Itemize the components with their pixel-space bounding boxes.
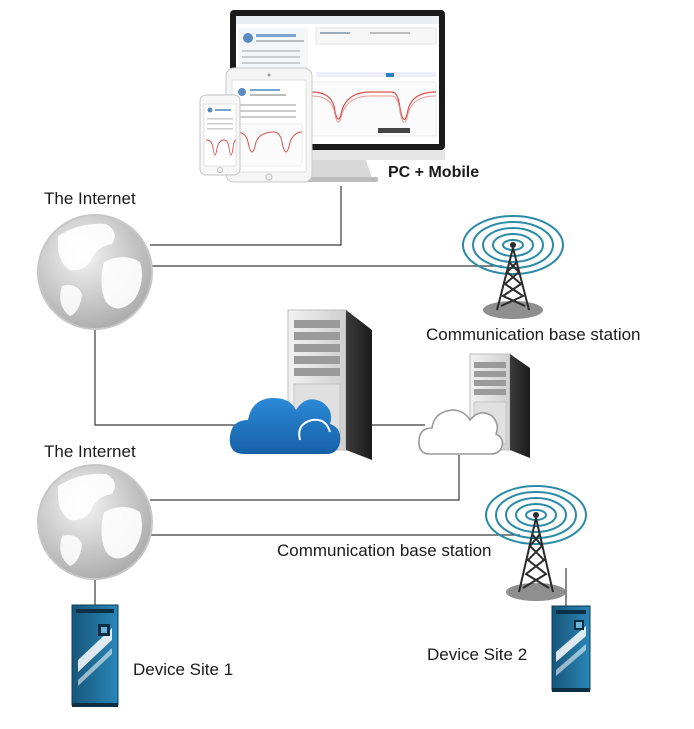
device-cabinet-icon [551,605,591,692]
device-cabinet-icon [71,604,119,707]
internet-top-label: The Internet [44,189,136,208]
line-internet-cloud-left [94,330,240,426]
connection-lines [94,186,567,618]
cloud-icon [418,409,504,455]
globe-icon [37,464,153,580]
internet-bottom-label: The Internet [44,442,136,461]
site2-label: Device Site 2 [427,645,528,664]
line-cloud-right-internet-bottom [150,455,460,501]
server-tower-icon [469,353,530,458]
station-bottom-label: Communication base station [277,541,492,560]
cloud-icon [229,398,341,454]
phone-icon [199,94,241,176]
pc-mobile-label: PC + Mobile [388,164,480,181]
line-pc-internet [150,186,342,246]
radio-tower-icon [462,215,564,319]
globe-icon [37,214,153,330]
tablet-icon [225,67,313,183]
radio-tower-icon [485,485,587,601]
site1-label: Device Site 1 [133,660,234,679]
station-top-label: Communication base station [426,325,641,344]
